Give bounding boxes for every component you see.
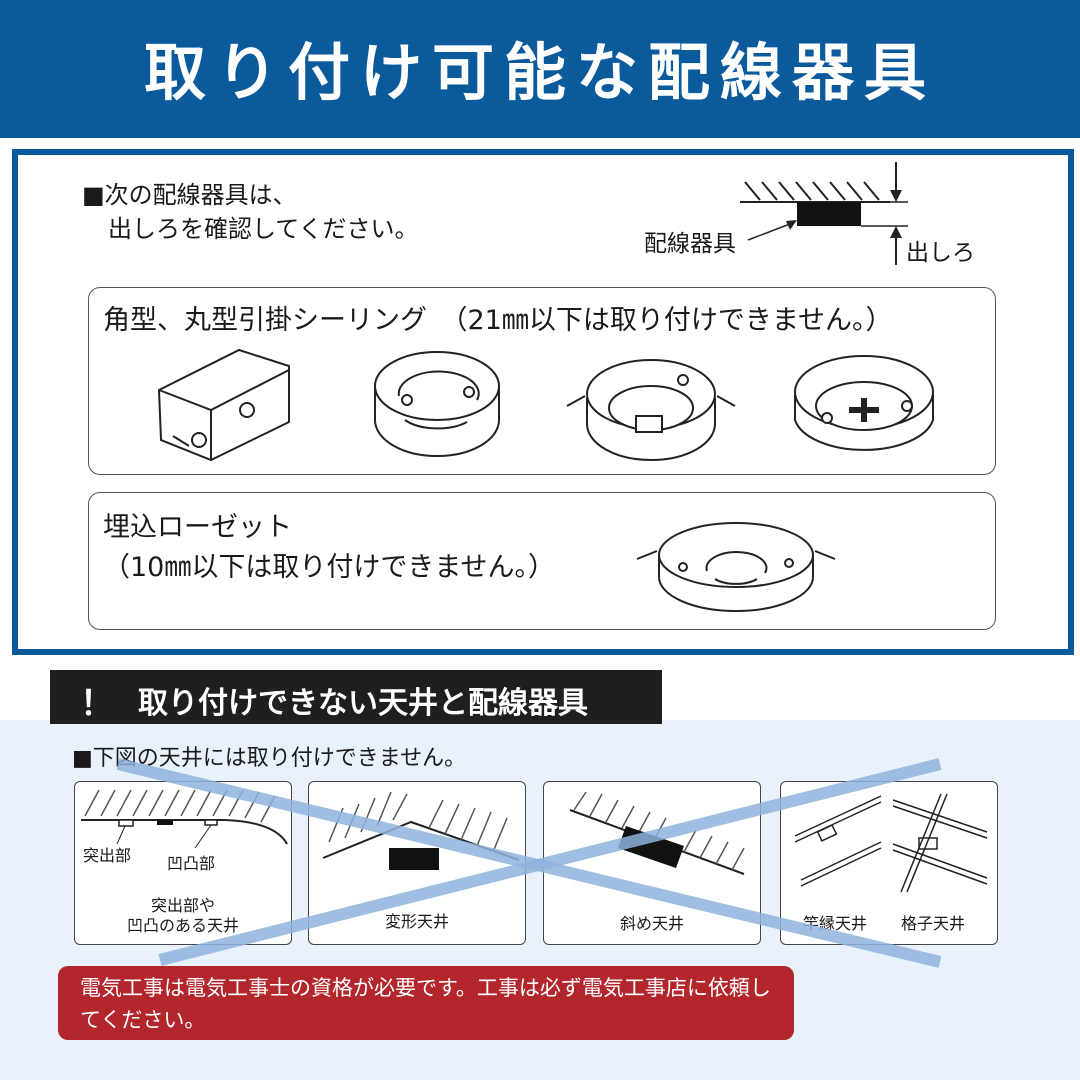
- square-rosette-icon: [157, 348, 290, 462]
- hook-rosette-icon: [566, 359, 736, 461]
- intro-line-2: 出しろを確認してください。: [108, 215, 419, 243]
- ceiling-rosette-panel: 角型、丸型引掛シーリング （21㎜以下は取り付けできません。）: [88, 287, 996, 475]
- embedded-rosette-illustration: [636, 522, 836, 612]
- ceiling-box-beam-grid: 竿縁天井 格子天井: [780, 781, 998, 945]
- electrician-notice-text: 電気工事は電気工事士の資格が必要です。工事は必ず電気工事店に依頼してください。: [80, 976, 771, 1032]
- sloped-caption: 斜め天井: [619, 914, 684, 933]
- exclamation-icon: ！: [80, 684, 114, 724]
- grid-caption: 格子天井: [901, 914, 966, 933]
- ceiling-rosette-title: 角型、丸型引掛シーリング （21㎜以下は取り付けできません。）: [103, 305, 893, 336]
- uneven-caption-line-1: 突出部や: [150, 896, 215, 915]
- ceiling-box-uneven: 突出部 凹凸部 突出部や 凹凸のある天井: [74, 781, 292, 945]
- page-title: 取り付け可能な配線器具: [143, 36, 936, 109]
- embedded-rosette-title-2: （10㎜以下は取り付けできません。）: [103, 552, 556, 583]
- uneven-caption-line-2: 凹凸のある天井: [126, 916, 239, 935]
- warning-banner: ！ 取り付けできない天井と配線器具: [50, 670, 662, 724]
- warning-title: 取り付けできない天井と配線器具: [138, 686, 588, 721]
- uneven-label-recess: 凹凸部: [167, 854, 216, 873]
- round-rosette-icon: [374, 351, 500, 457]
- deformed-caption: 変形天井: [384, 912, 449, 931]
- intro-text: ■次の配線器具は、 出しろを確認してください。: [82, 178, 419, 246]
- header-bar: 取り付け可能な配線器具: [0, 0, 1080, 138]
- embedded-rosette-title-1: 埋込ローゼット: [103, 512, 292, 543]
- uneven-caption: 突出部や 凹凸のある天井: [75, 896, 291, 936]
- cross-rosette-icon: [794, 355, 934, 451]
- uneven-label-protrusion: 突出部: [83, 846, 132, 865]
- fixture-label: 配線器具: [644, 231, 736, 257]
- margin-diagram: 配線器具 出しろ: [640, 160, 1000, 275]
- embedded-rosette-panel: 埋込ローゼット （10㎜以下は取り付けできません。）: [88, 492, 996, 630]
- margin-diagram-svg: 配線器具 出しろ: [644, 162, 975, 266]
- electrician-notice: 電気工事は電気工事士の資格が必要です。工事は必ず電気工事店に依頼してください。: [58, 966, 794, 1040]
- margin-label: 出しろ: [906, 240, 975, 266]
- intro-line-1: ■次の配線器具は、: [82, 181, 297, 209]
- embedded-rosette-icon: [636, 522, 836, 612]
- rosette-illustrations: [157, 348, 934, 462]
